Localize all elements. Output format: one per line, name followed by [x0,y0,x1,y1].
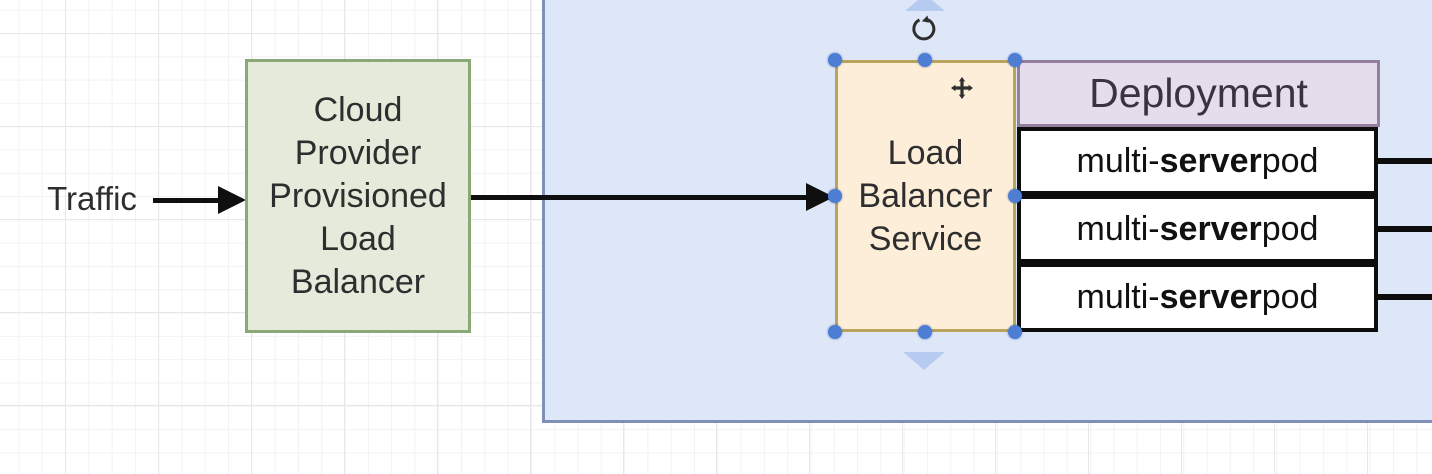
pod-label-prefix: multi- [1076,209,1160,248]
selection-handle-top-right[interactable] [1008,53,1022,67]
selection-handle-middle-left[interactable] [828,189,842,203]
selection-handle-bottom-middle[interactable] [918,325,932,339]
selection-handle-top-middle[interactable] [918,53,932,67]
pod-label-bold: server [1159,209,1262,248]
pod-2-connector-edge[interactable] [1376,226,1432,232]
selection-handle-bottom-left[interactable] [828,325,842,339]
rotate-handle-icon[interactable] [910,15,938,43]
cloud-lb-to-service-edge[interactable] [471,195,809,200]
pod-1-connector-edge[interactable] [1376,158,1432,164]
traffic-label: Traffic [47,180,137,217]
move-handle-icon[interactable] [950,76,974,100]
direction-arrow-up-icon[interactable] [905,0,945,11]
selection-handle-top-left[interactable] [828,53,842,67]
selection-handle-middle-right[interactable] [1008,189,1022,203]
pod-label-bold: server [1159,141,1262,180]
deployment-node[interactable]: Deployment [1017,60,1380,127]
pod-row-3[interactable]: multi-server pod [1017,263,1378,332]
pod-3-connector-edge[interactable] [1376,294,1432,300]
traffic-edge[interactable] [153,198,223,203]
cloud-provider-lb-node[interactable]: Cloud Provider Provisioned Load Balancer [245,59,471,333]
traffic-edge-arrowhead [218,186,246,214]
pod-row-2[interactable]: multi-server pod [1017,195,1378,263]
pod-label-prefix: multi- [1076,141,1160,180]
deployment-label: Deployment [1089,70,1308,116]
pod-label-suffix: pod [1261,141,1319,180]
pod-label-prefix: multi- [1076,278,1160,316]
lb-service-node[interactable]: Load Balancer Service [835,60,1016,332]
lb-service-label: Load Balancer Service [858,133,993,258]
pod-label-suffix: pod [1261,209,1319,248]
pod-row-1[interactable]: multi-server pod [1017,127,1378,195]
pod-label-suffix: pod [1261,278,1319,316]
pod-label-bold: server [1159,278,1262,316]
cloud-provider-lb-label: Cloud Provider Provisioned Load Balancer [269,90,447,301]
selection-handle-bottom-right[interactable] [1008,325,1022,339]
direction-arrow-down-icon[interactable] [903,352,945,370]
